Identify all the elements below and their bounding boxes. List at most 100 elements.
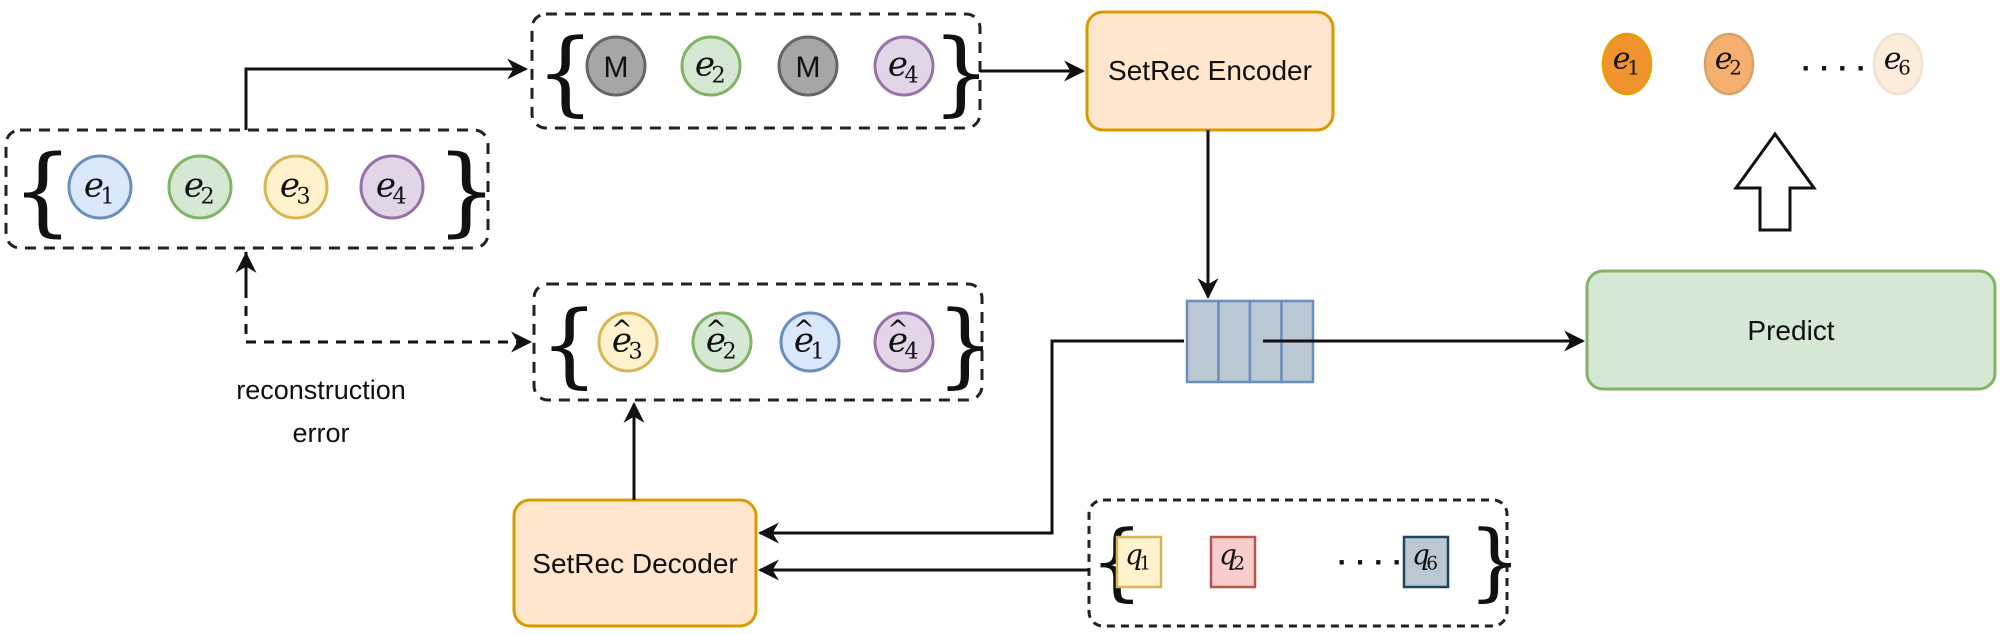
ranked-item-symbol: e (1884, 41, 1902, 76)
reconstructed-set-circle (779, 311, 841, 373)
query-token: q6 (1402, 535, 1450, 589)
reconstructed-set-item-hat: ^ (705, 315, 726, 345)
query-token-subscript: 6 (1426, 553, 1438, 574)
encoder-label: SetRec Encoder (1108, 55, 1312, 86)
query-token-symbol: q (1412, 538, 1430, 571)
reconstructed-set-circle (597, 311, 659, 373)
masked-set-open-brace: { (536, 19, 595, 126)
masked-set-item: e4 (873, 35, 935, 97)
query-token: q1 (1115, 535, 1163, 589)
reconstructed-set-item-hat: ^ (611, 315, 632, 345)
masked-set-item-symbol: e (888, 45, 908, 85)
predict-box (1585, 269, 1997, 391)
predict-module: Predict (1585, 269, 1997, 391)
masked-set-circle (873, 35, 935, 97)
masked-set-mask-token: M (604, 51, 629, 84)
query-set-close-brace: } (1468, 512, 1521, 610)
input-set-circle (67, 154, 133, 220)
reconstruction-error-label-line2: error (292, 418, 349, 448)
masked-set-mask-token: M (796, 51, 821, 84)
query-token-box (1209, 535, 1257, 589)
reconstructed-set-item-subscript: 2 (722, 338, 736, 364)
output-ellipsis: · · · · (1802, 52, 1867, 85)
predict-label: Predict (1747, 315, 1834, 346)
reconstructed-set-circle (691, 311, 753, 373)
reconstructed-set-circle (873, 311, 935, 373)
ranked-item-subscript: 2 (1729, 56, 1742, 79)
arrow-embedding-to-decoder (757, 339, 1184, 544)
reconstructed-set-close-brace: } (936, 291, 995, 398)
ranked-item: e6 (1872, 32, 1924, 96)
reconstructed-set: { } e3^e2^e1^e4^ (532, 282, 995, 402)
predict-up-arrow-icon (1733, 131, 1817, 232)
reconstructed-set-item-subscript: 4 (904, 338, 918, 364)
masked-set-item: M (585, 35, 647, 97)
input-set-item-symbol: e (376, 166, 396, 206)
reconstructed-set-item-hat: ^ (793, 315, 814, 345)
query-ellipsis: · · · · (1338, 546, 1403, 579)
setrec-decoder: SetRec Decoder (512, 498, 758, 628)
reconstructed-set-item-subscript: 3 (628, 338, 642, 364)
masked-set-item-subscript: 2 (711, 62, 725, 88)
connectors (235, 58, 1586, 581)
masked-set-item-symbol: e (695, 45, 715, 85)
input-set-item-subscript: 2 (200, 183, 214, 209)
ranked-item-circle (1703, 32, 1755, 96)
ranked-item-symbol: e (1613, 41, 1631, 76)
ranked-item-circle (1601, 32, 1653, 96)
query-token-subscript: 1 (1139, 553, 1151, 574)
query-token: q2 (1209, 535, 1257, 589)
input-set-item: e2 (167, 154, 233, 220)
reconstructed-set-item-symbol: e (888, 321, 908, 361)
input-set-circle (263, 154, 329, 220)
setrec-encoder: SetRec Encoder (1085, 10, 1335, 132)
masked-set-item-subscript: 4 (904, 62, 918, 88)
embedding-cell (1217, 299, 1252, 384)
input-set-circle (359, 154, 425, 220)
query-token-symbol: q (1125, 538, 1143, 571)
input-set-item: e3 (263, 154, 329, 220)
input-set-item-symbol: e (280, 166, 300, 206)
input-set-open-brace: { (12, 135, 73, 247)
masked-set-item: e2 (680, 35, 742, 97)
ranked-item-circle (1872, 32, 1924, 96)
reconstructed-set-item: e1^ (779, 311, 841, 373)
reconstructed-set-item-hat: ^ (887, 315, 908, 345)
reconstruction-error-label-line1: reconstruction (236, 375, 406, 405)
query-token-box (1402, 535, 1450, 589)
query-token-box (1115, 535, 1163, 589)
input-set-item: e1 (67, 154, 133, 220)
masked-set-circle (585, 35, 647, 97)
masked-set-circle (680, 35, 742, 97)
reconstructed-set-item: e4^ (873, 311, 935, 373)
query-token-subscript: 2 (1233, 553, 1245, 574)
reconstructed-set-item-symbol: e (706, 321, 726, 361)
reconstructed-set-frame (532, 282, 984, 402)
reconstructed-set-item-symbol: e (612, 321, 632, 361)
masked-set-circle (777, 35, 839, 97)
reconstructed-set-item: e2^ (691, 311, 753, 373)
input-set-item-symbol: e (184, 166, 204, 206)
input-set-item-subscript: 4 (392, 183, 406, 209)
embedding-cell (1185, 299, 1220, 384)
ranked-item-symbol: e (1715, 41, 1733, 76)
encoder-box (1085, 10, 1335, 132)
arrow-input-to-masked (244, 58, 529, 130)
ranked-item-subscript: 6 (1898, 56, 1911, 79)
reconstructed-set-item: e3^ (597, 311, 659, 373)
reconstructed-set-item-symbol: e (794, 321, 814, 361)
ranked-item-subscript: 1 (1627, 56, 1640, 79)
ranked-item: e2 (1703, 32, 1755, 96)
reconstructed-set-item-subscript: 1 (810, 338, 824, 364)
ranked-item: e1 (1601, 32, 1653, 96)
query-token-symbol: q (1219, 538, 1237, 571)
reconstructed-set-open-brace: { (540, 291, 599, 398)
reconstruction-error-link (244, 252, 533, 353)
input-set-item-subscript: 3 (296, 183, 310, 209)
masked-set-item: M (777, 35, 839, 97)
